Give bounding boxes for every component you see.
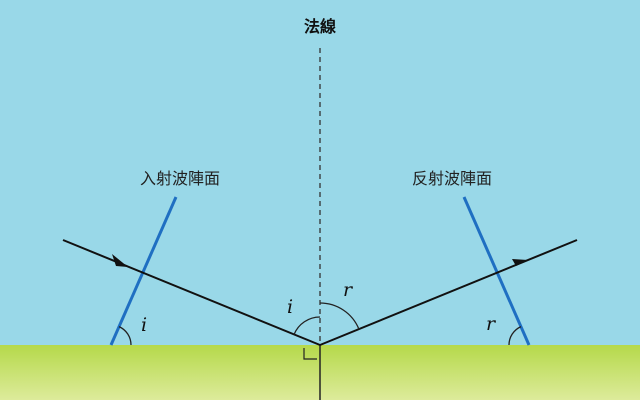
reflected-wavefront bbox=[462, 196, 531, 346]
right-angle-marker bbox=[303, 348, 317, 360]
angle-i-wavefront-label: i bbox=[141, 314, 147, 336]
angle-arc-incidence-normal bbox=[293, 316, 321, 335]
angle-r-wavefront-label: r bbox=[486, 313, 497, 335]
angle-arc-reflection-wavefront bbox=[508, 326, 522, 346]
angle-arc-incidence-wavefront bbox=[118, 326, 132, 346]
angle-arc-reflection-normal bbox=[319, 302, 360, 330]
incident-wavefront bbox=[109, 196, 178, 346]
reflected-ray bbox=[319, 239, 578, 346]
reflected-ray-arrow bbox=[512, 259, 528, 266]
angle-r-normal-label: r bbox=[343, 279, 354, 301]
reflected-wavefront-label: 反射波陣面 bbox=[412, 169, 492, 188]
angle-i-normal-label: i bbox=[287, 296, 293, 318]
incident-ray bbox=[62, 239, 321, 346]
incident-ray-arrow bbox=[112, 254, 128, 267]
normal-label: 法線 bbox=[304, 17, 336, 36]
incident-wavefront-label: 入射波陣面 bbox=[140, 169, 220, 188]
